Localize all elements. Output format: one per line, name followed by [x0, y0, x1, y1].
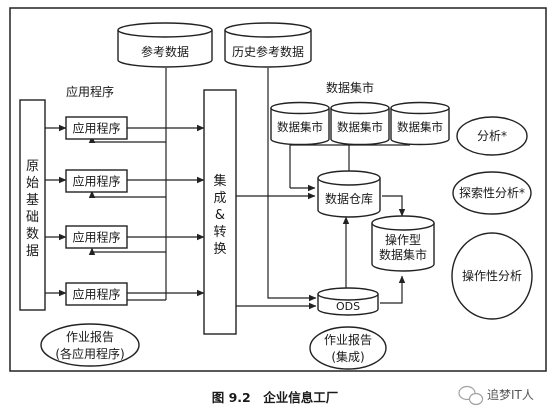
svg-text:分析*: 分析* [477, 129, 507, 143]
historical-reference-data-cylinder: 历史参考数据 [224, 22, 312, 68]
exploratory-analysis-oval: 探索性分析* [452, 171, 532, 215]
svg-text:数据集市: 数据集市 [337, 120, 383, 134]
data-mart-cylinder: 数据集市 [390, 101, 450, 146]
svg-text:数据集市: 数据集市 [397, 120, 443, 134]
svg-text:应用程序: 应用程序 [72, 230, 120, 245]
analysis-oval: 分析* [456, 116, 528, 156]
watermark-label: 追梦IT人 [487, 387, 534, 402]
watermark: 追梦IT人 [458, 385, 534, 406]
operational-analysis-oval: 操作性分析 [451, 232, 533, 320]
reference-data-cylinder: 参考数据 [117, 22, 213, 68]
data-marts-group-label: 数据集市 [326, 80, 374, 95]
svg-text:历史参考数据: 历史参考数据 [232, 44, 304, 59]
svg-text:数据仓库: 数据仓库 [325, 191, 373, 206]
svg-text:作业报告: 作业报告 [66, 329, 114, 344]
outer-frame [9, 7, 547, 372]
app-box: 应用程序 [65, 225, 128, 249]
figure-caption: 图 9.2 企业信息工厂 [212, 390, 339, 405]
svg-text:(集成): (集成) [331, 349, 364, 364]
svg-text:应用程序: 应用程序 [72, 287, 120, 302]
data-warehouse-cylinder: 数据仓库 [317, 170, 381, 218]
svg-text:参考数据: 参考数据 [141, 44, 189, 59]
ods-cylinder: ODS [317, 287, 379, 316]
app-box: 应用程序 [65, 282, 128, 306]
app-box: 应用程序 [65, 116, 128, 140]
data-mart-cylinder: 数据集市 [330, 101, 390, 146]
operational-data-mart-label: 操作型数据集市 [379, 232, 427, 262]
raw-data-box: 原始基础数据 [19, 99, 46, 311]
svg-text:应用程序: 应用程序 [72, 174, 120, 189]
ops-report-apps-oval: 作业报告 (各应用程序) [40, 323, 140, 367]
applications-group-label: 应用程序 [66, 84, 114, 99]
svg-text:操作性分析: 操作性分析 [462, 268, 522, 283]
svg-text:(各应用程序): (各应用程序) [55, 346, 124, 361]
integration-transformation-box: 集成&转换 [203, 89, 237, 335]
svg-text:作业报告: 作业报告 [324, 332, 372, 347]
wechat-icon [458, 385, 484, 406]
svg-text:探索性分析*: 探索性分析* [459, 186, 525, 200]
svg-text:ODS: ODS [336, 300, 360, 313]
operational-data-mart-cylinder: 操作型数据集市 [371, 215, 435, 272]
raw-data-label: 原始基础数据 [26, 159, 39, 259]
app-box: 应用程序 [65, 169, 128, 193]
svg-text:应用程序: 应用程序 [72, 121, 120, 136]
ops-report-integrated-oval: 作业报告 (集成) [309, 326, 387, 370]
data-mart-cylinder: 数据集市 [270, 101, 330, 146]
svg-text:数据集市: 数据集市 [277, 120, 323, 134]
integration-label: 集成&转换 [213, 173, 226, 257]
